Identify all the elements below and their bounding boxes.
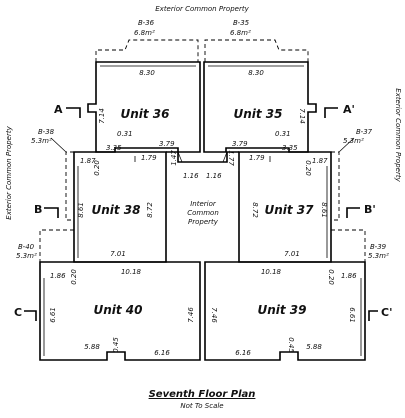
- balcony-b38-label: B-38: [38, 128, 55, 136]
- unit-40-label: Unit 40: [93, 303, 142, 317]
- section-a-prime-marker: A': [343, 103, 355, 116]
- unit-38-inner-dim: 0.20: [93, 160, 101, 176]
- unit-37-bottom-dim: 7.01: [284, 250, 300, 258]
- exterior-common-property-left: Exterior Common Property: [5, 125, 13, 219]
- section-c-arrow: [24, 310, 37, 321]
- unit-40-b2-dim: 0.45: [112, 337, 120, 353]
- exterior-common-property-top: Exterior Common Property: [155, 5, 249, 13]
- section-b-prime-marker: B': [364, 203, 376, 216]
- common-label-line2: Common: [187, 209, 219, 217]
- balcony-b35-area: 6.8m²: [230, 29, 251, 37]
- unit-38-bottom-dim: 7.01: [110, 250, 126, 258]
- section-c-prime-marker: C': [381, 306, 392, 319]
- unit-36-d1: 0.31: [117, 130, 133, 138]
- balcony-b36-area: 6.8m²: [134, 29, 155, 37]
- unit-39-b2-dim: 0.45: [287, 337, 295, 353]
- balcony-b40-label: B-40: [18, 243, 35, 251]
- balcony-b38-outline: [65, 151, 74, 221]
- corridor-door-left: [177, 151, 183, 163]
- unit-38-side2-dim: 8.72: [146, 202, 154, 218]
- unit-37-top2-dim: 1.79: [249, 154, 265, 162]
- section-a-prime-arrow: [324, 107, 338, 118]
- unit-35-d3: 3.79: [232, 140, 248, 148]
- balcony-b35-label: B-35: [233, 19, 250, 27]
- unit-35-d2: 3.35: [282, 144, 298, 152]
- unit-37-label: Unit 37: [264, 203, 314, 217]
- unit-38-top-dim: 1.87: [80, 157, 96, 165]
- balcony-b39-area: 5.3m²: [368, 252, 389, 260]
- balcony-b36-outline: [95, 39, 199, 62]
- unit-39-inner-dim: 0.20: [327, 269, 335, 285]
- balcony-b35-outline: [204, 39, 309, 62]
- balcony-b40-area: 5.3m²: [16, 252, 37, 260]
- unit-40-top-dim: 10.18: [121, 268, 142, 276]
- unit-38-top2-dim: 1.79: [141, 154, 157, 162]
- section-b-arrow: [44, 207, 59, 218]
- section-b-prime-arrow: [346, 207, 360, 218]
- unit-40-b1-dim: 5.88: [84, 343, 100, 351]
- plan-title: Seventh Floor Plan: [149, 389, 256, 400]
- common-right-width-dim: 1.16: [206, 172, 222, 180]
- unit-39-corner-dim: 1.86: [341, 272, 357, 280]
- balcony-b37-outline: [331, 151, 340, 221]
- section-b-marker: B: [34, 203, 42, 216]
- balcony-b39-label: B-39: [370, 243, 387, 251]
- balcony-b37-area: 5.3m²: [343, 137, 364, 145]
- unit-35-d1: 0.31: [275, 130, 291, 138]
- unit-39-side2-dim: 7.46: [210, 307, 218, 323]
- unit-37-top-dim: 1.87: [312, 157, 328, 165]
- balcony-b36-label: B-36: [138, 19, 155, 27]
- unit-36-d2: 3.35: [106, 144, 122, 152]
- unit-35-top-dim: 8.30: [248, 69, 264, 77]
- unit-36-side-dim: 7.14: [98, 108, 106, 124]
- common-right-depth-dim: 1.77: [227, 150, 235, 166]
- common-label-line1: Interior: [190, 200, 217, 208]
- unit-40-outline: [39, 261, 201, 361]
- unit-36-label: Unit 36: [120, 107, 169, 121]
- balcony-b39-outline: [331, 229, 366, 262]
- common-label-line3: Property: [188, 218, 219, 226]
- unit-39-label: Unit 39: [257, 303, 306, 317]
- unit-35-side-dim: 7.14: [298, 108, 306, 124]
- unit-40-corner-dim: 1.86: [50, 272, 66, 280]
- unit-40-side-dim: 6.61: [49, 307, 57, 323]
- unit-38-side-dim: 8.61: [77, 202, 85, 218]
- exterior-common-property-right: Exterior Common Property: [394, 88, 402, 182]
- section-c-prime-arrow: [368, 310, 378, 321]
- unit-39-b1-dim: 5.88: [306, 343, 322, 351]
- unit-38-label: Unit 38: [91, 203, 140, 217]
- balcony-b40-outline: [39, 229, 74, 262]
- common-left-depth-dim: 1.47: [170, 150, 178, 166]
- unit-39-top-dim: 10.18: [261, 268, 282, 276]
- unit-37-side-dim: 8.61: [320, 202, 328, 218]
- unit-39-b3-dim: 6.16: [235, 349, 251, 357]
- unit-36-d3: 3.79: [159, 140, 175, 148]
- section-c-marker: C: [14, 306, 22, 319]
- unit-40-side2-dim: 7.46: [187, 307, 195, 323]
- unit-35-label: Unit 35: [233, 107, 282, 121]
- unit-39-outline: [204, 261, 366, 361]
- unit-37-inner-dim: 0.20: [304, 160, 312, 176]
- plan-subtitle: Not To Scale: [180, 402, 223, 410]
- section-a-arrow: [66, 107, 81, 118]
- unit-40-inner-dim: 0.20: [70, 269, 78, 285]
- unit-36-top-dim: 8.30: [139, 69, 155, 77]
- balcony-b37-label: B-37: [356, 128, 373, 136]
- b38-leader: [50, 137, 67, 153]
- b37-leader: [338, 137, 355, 153]
- unit-39-side-dim: 6.61: [348, 307, 356, 323]
- common-left-width-dim: 1.16: [183, 172, 199, 180]
- common-corridor-outline: [166, 151, 239, 163]
- corridor-door-right: [222, 151, 228, 163]
- unit-37-side2-dim: 8.72: [251, 202, 259, 218]
- section-a-marker: A: [54, 103, 63, 116]
- balcony-b38-area: 5.3m²: [31, 137, 52, 145]
- unit-40-b3-dim: 6.16: [154, 349, 170, 357]
